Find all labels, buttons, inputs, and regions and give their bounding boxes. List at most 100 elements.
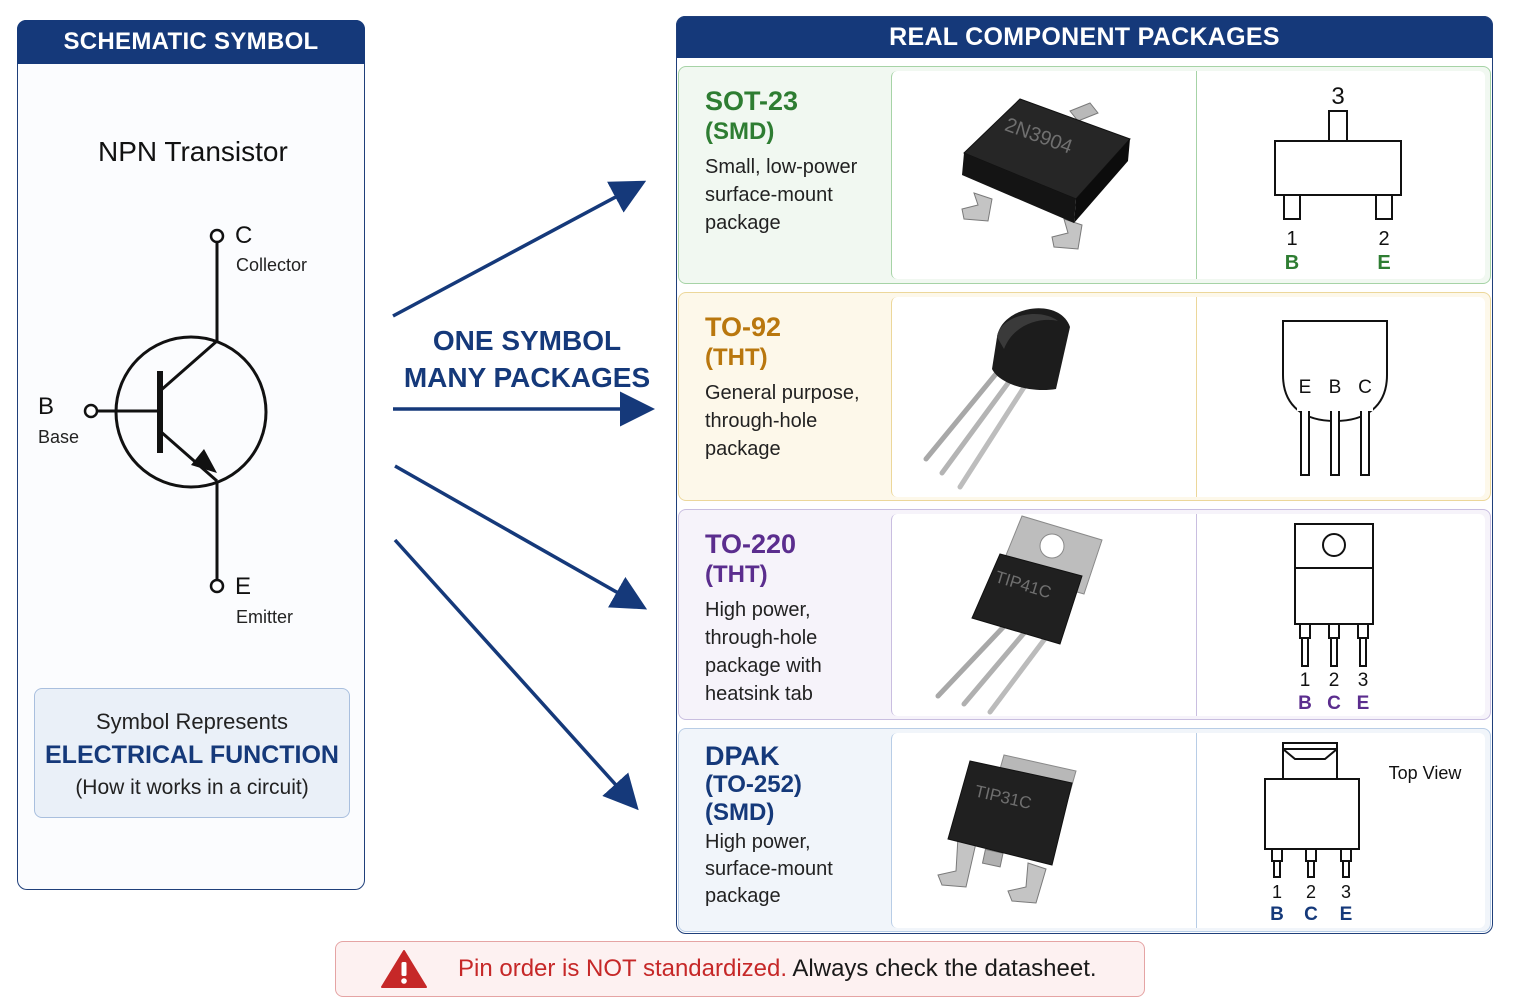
emitter-arrow [191, 449, 217, 473]
warning-strong-text: Pin order is NOT standardized. [458, 955, 788, 982]
base-letter: B [38, 393, 54, 420]
sot23-pinout: 3 1 2 B E [1197, 71, 1485, 279]
package-name: SOT-23 [705, 86, 799, 116]
schematic-title: NPN Transistor [98, 136, 288, 167]
collector-diagonal [159, 339, 218, 393]
warning-triangle-icon [381, 950, 427, 988]
to92-description: TO-92 (THT) General purpose, through-hol… [705, 311, 895, 463]
package-name: DPAK [705, 741, 780, 771]
desc-line: package [705, 885, 781, 907]
desc-line: through-hole [705, 410, 818, 432]
package-row-sot23: SOT-23 (SMD) Small, low-power surface-mo… [678, 66, 1491, 284]
pin-letter: E [1377, 252, 1390, 274]
desc-line: package [705, 438, 781, 460]
dpak-illustration: TIP31C [937, 754, 1077, 904]
dpak-description: DPAK (TO-252) (SMD) High power, surface-… [705, 741, 895, 910]
function-note-box: Symbol Represents ELECTRICAL FUNCTION (H… [34, 688, 350, 818]
package-row-to92: TO-92 (THT) General purpose, through-hol… [678, 292, 1491, 501]
package-type: (THT) [705, 561, 768, 588]
warning-rest-text: Always check the datasheet. [787, 955, 1097, 982]
base-terminal [83, 403, 99, 419]
pin-letter: B [1298, 693, 1312, 714]
package-row-dpak: DPAK (TO-252) (SMD) High power, surface-… [678, 728, 1491, 932]
package-name: TO-220 [705, 529, 797, 559]
sot23-pinout-diagram: 3 1 2 B E [1274, 83, 1402, 274]
arrow-to-to220 [394, 464, 648, 610]
to92-photo [891, 297, 1197, 497]
pin-number: 3 [1331, 83, 1344, 110]
pin-letter: C [1358, 377, 1372, 398]
pin-number: 2 [1378, 228, 1389, 250]
note-line-1: Symbol Represents [96, 709, 288, 734]
desc-line: package [705, 212, 781, 234]
desc-line: High power, [705, 831, 811, 853]
desc-line: surface-mount [705, 184, 833, 206]
desc-line: General purpose, [705, 382, 860, 404]
to92-illustration [923, 308, 1070, 490]
pin-letter: B [1270, 904, 1284, 925]
to220-illustration: TIP41C [935, 515, 1103, 715]
dpak-pinout: Top View 1 2 3 B C E [1197, 733, 1485, 928]
desc-line: High power, [705, 599, 811, 621]
collector-label: Collector [236, 255, 307, 275]
emitter-terminal [209, 578, 225, 594]
schematic-panel: SCHEMATIC SYMBOL NPN Transistor C Collec… [17, 20, 365, 890]
to220-pinout: 1 2 3 B C E [1197, 514, 1485, 716]
desc-line: heatsink tab [705, 683, 813, 705]
pin-number: 2 [1306, 882, 1316, 902]
center-line-1: ONE SYMBOL [432, 325, 622, 356]
one-symbol-many-packages-label: ONE SYMBOL MANY PACKAGES [392, 322, 662, 396]
package-type-2: (SMD) [705, 799, 775, 826]
package-desc: Small, low-power surface-mount package [705, 153, 895, 237]
pin-number: 2 [1329, 670, 1340, 691]
to220-photo: TIP41C [891, 514, 1197, 716]
collector-terminal [209, 228, 225, 244]
npn-schematic-symbol: NPN Transistor C Collector B Base E Emit… [38, 136, 307, 627]
to92-pinout-diagram: E B C [1282, 320, 1388, 476]
packages-header: REAL COMPONENT PACKAGES [676, 16, 1493, 58]
sot23-description: SOT-23 (SMD) Small, low-power surface-mo… [705, 85, 895, 237]
package-type: (TO-252) [705, 771, 802, 798]
pin-letter: C [1327, 693, 1341, 714]
pin-number: 1 [1272, 882, 1282, 902]
pin-number: 3 [1358, 670, 1369, 691]
arrow-to-sot23 [392, 180, 647, 318]
to220-pinout-diagram: 1 2 3 B C E [1294, 523, 1374, 714]
pin-letter: E [1357, 693, 1370, 714]
package-desc: High power, through-hole package with he… [705, 596, 895, 708]
top-view-label: Top View [1389, 763, 1463, 783]
pin-letter: C [1304, 904, 1318, 925]
desc-line: through-hole [705, 627, 818, 649]
to92-pinout: E B C [1197, 297, 1485, 497]
emitter-label: Emitter [236, 607, 293, 627]
package-desc: General purpose, through-hole package [705, 379, 895, 463]
desc-line: Small, low-power [705, 156, 858, 178]
arrow-to-dpak [393, 538, 639, 811]
pin-number: 3 [1341, 882, 1351, 902]
schematic-header: SCHEMATIC SYMBOL [17, 20, 365, 64]
package-desc: High power, surface-mount package [705, 829, 895, 910]
desc-line: surface-mount [705, 858, 833, 880]
dpak-photo: TIP31C [891, 733, 1197, 928]
sot23-photo: 2N3904 [891, 71, 1197, 279]
emitter-diagonal [159, 429, 218, 483]
note-line-3: (How it works in a circuit) [75, 776, 309, 799]
note-line-2: ELECTRICAL FUNCTION [45, 741, 339, 769]
pin-letter: E [1340, 904, 1353, 925]
collector-letter: C [235, 222, 252, 249]
pin-number: 1 [1286, 228, 1297, 250]
pin-number: 1 [1300, 670, 1311, 691]
emitter-letter: E [235, 573, 251, 600]
to220-description: TO-220 (THT) High power, through-hole pa… [705, 528, 895, 708]
dpak-pinout-diagram: Top View 1 2 3 B C E [1264, 742, 1463, 925]
warning-text: Pin order is NOT standardized. Always ch… [458, 955, 1097, 983]
sot23-illustration: 2N3904 [961, 98, 1131, 250]
pin-letter: E [1299, 377, 1312, 398]
pin-letter: B [1285, 252, 1299, 274]
base-label: Base [38, 427, 79, 447]
desc-line: package with [705, 655, 822, 677]
package-type: (SMD) [705, 118, 775, 145]
pin-order-warning: Pin order is NOT standardized. Always ch… [335, 941, 1145, 997]
